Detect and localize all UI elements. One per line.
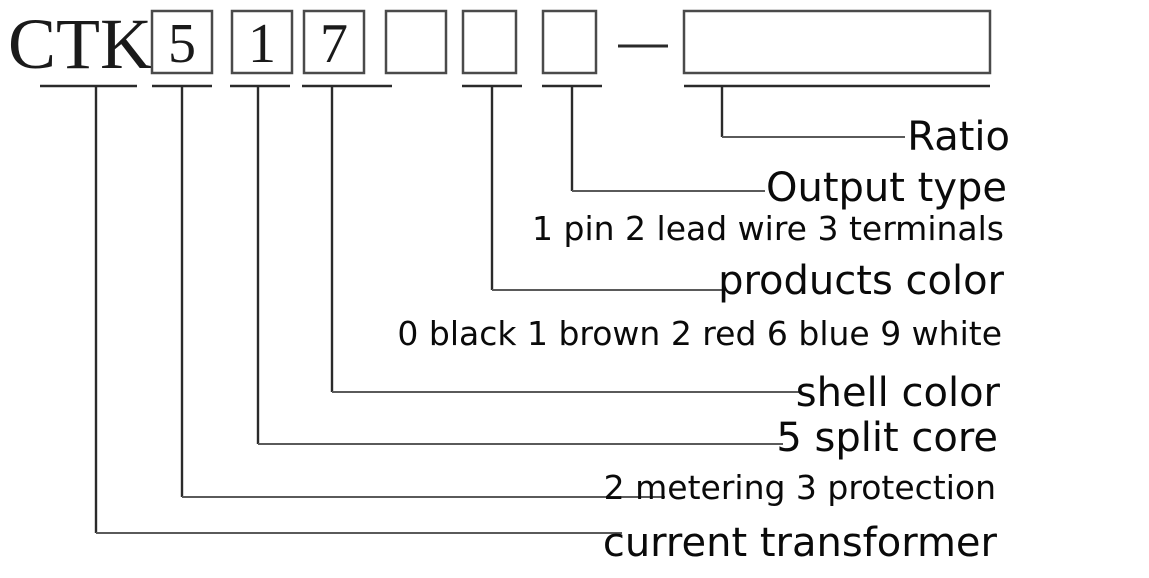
code-box-shell-color[interactable] bbox=[384, 9, 448, 75]
callout-label-ratio: Ratio bbox=[907, 114, 1010, 160]
code-value-accuracy-class: 1 bbox=[248, 13, 276, 75]
code-box-accuracy-class[interactable] bbox=[230, 9, 294, 75]
callout-label-accuracy-class: 2 metering 3 protection bbox=[604, 468, 996, 507]
callout-label-output-type: Output type bbox=[766, 165, 1007, 211]
callout-label-core-type: 5 split core bbox=[776, 415, 998, 461]
callout-label-shell-color: shell color bbox=[796, 370, 1001, 416]
code-box-output-type[interactable] bbox=[541, 9, 598, 75]
callout-label-products-color: products color bbox=[718, 258, 1004, 304]
code-box-series[interactable] bbox=[150, 9, 214, 75]
code-box-ratio[interactable] bbox=[682, 9, 992, 75]
leader-runs bbox=[96, 136, 905, 534]
code-value-series: 5 bbox=[168, 13, 196, 75]
callout-sub-output-type: 1 pin 2 lead wire 3 terminals bbox=[532, 209, 1004, 248]
leader-underlines bbox=[40, 84, 990, 533]
code-value-core-type: 7 bbox=[320, 13, 348, 75]
callout-label-product-family: current transformer bbox=[603, 520, 998, 566]
prefix-label: CTK bbox=[8, 4, 152, 84]
callout-sub-products-color: 0 black 1 brown 2 red 6 blue 9 white bbox=[397, 314, 1002, 353]
code-box-products-color[interactable] bbox=[461, 9, 518, 75]
code-box-core-type[interactable] bbox=[302, 9, 366, 75]
